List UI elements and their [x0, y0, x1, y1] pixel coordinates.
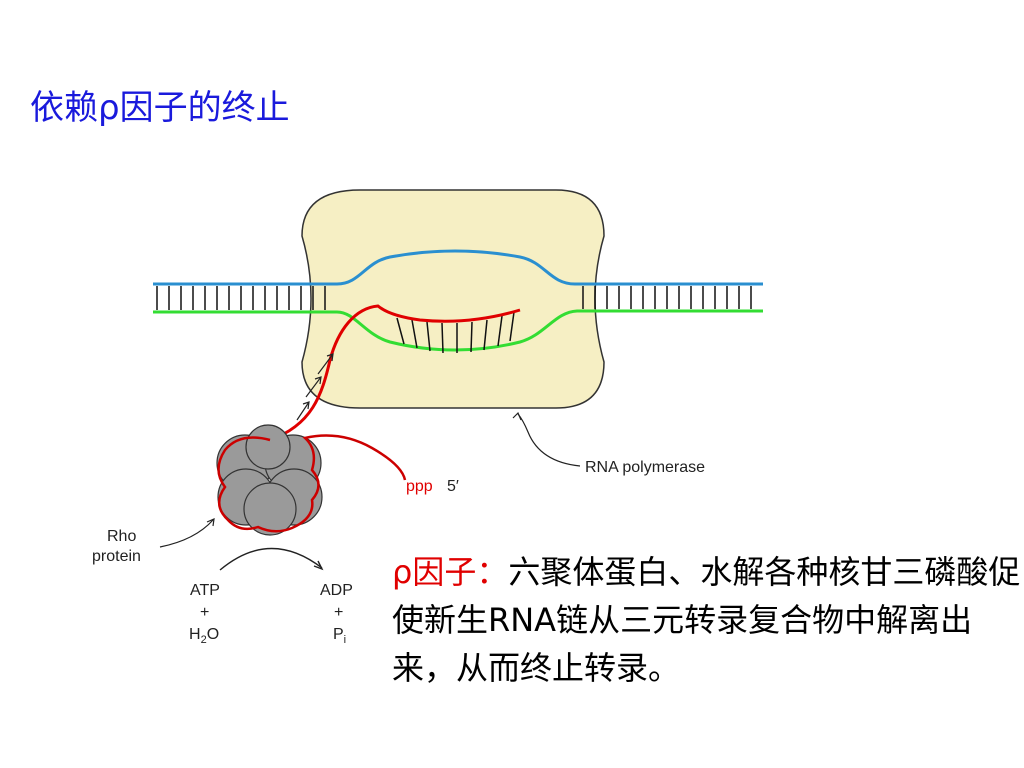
- rna-polymerase: [301, 189, 605, 409]
- atp-label: ATP: [190, 582, 220, 599]
- adp-plus: +: [334, 604, 343, 621]
- right-base-pairs: [582, 286, 752, 309]
- rna-transcript: [269, 304, 521, 442]
- rho-pointer: [159, 519, 214, 548]
- dna-coding-strand: [153, 309, 763, 352]
- rho-factor-description: ρ因子：六聚体蛋白、水解各种核甘三磷酸促使新生RNA链从三元转录复合物中解离出来…: [392, 548, 1022, 692]
- movement-arrows: [296, 353, 334, 421]
- hydrolysis-arrow: [219, 547, 323, 571]
- phosphate-label: Pi: [333, 626, 346, 646]
- water-label: H2O: [189, 626, 219, 646]
- page-title: 依赖ρ因子的终止: [30, 88, 290, 128]
- rho-factor-text: 六聚体蛋白、水解各种核甘三磷酸促使新生RNA链从三元转录复合物中解离出来，从而终…: [392, 553, 1021, 687]
- rna-polymerase-label: RNA polymerase: [585, 459, 705, 476]
- rna-5prime-end: 5′: [447, 478, 459, 495]
- rna-5prime-label: ppp: [406, 478, 433, 495]
- dna-template-strand: [153, 249, 763, 286]
- adp-label: ADP: [320, 582, 353, 599]
- rho-hexamer: [216, 424, 323, 536]
- rna-polymerase-pointer: [517, 413, 581, 467]
- rho-label-line2: protein: [92, 548, 141, 565]
- left-base-pairs: [156, 286, 326, 310]
- rho-label-line1: Rho: [107, 528, 136, 545]
- rna-dna-hybrid-pairs: [396, 311, 515, 354]
- rho-factor-label: ρ因子：: [392, 553, 509, 591]
- atp-plus: +: [200, 604, 209, 621]
- rna-wrapping-rho: [217, 434, 407, 533]
